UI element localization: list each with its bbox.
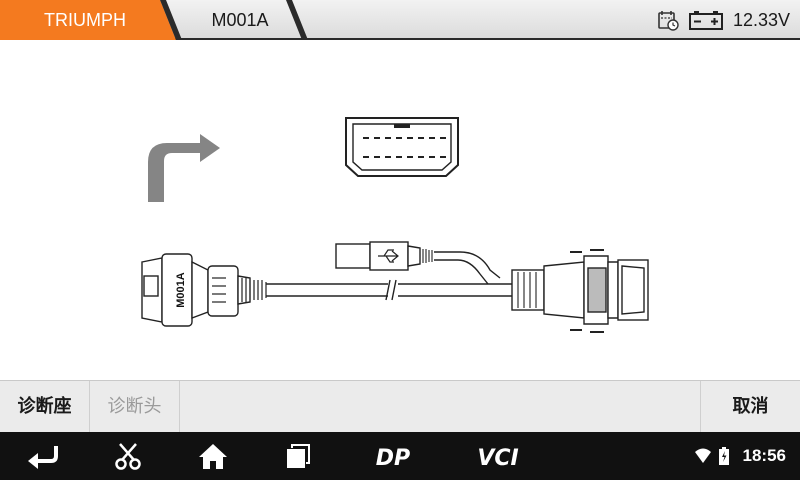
breadcrumb-item-m001a[interactable]: M001A xyxy=(211,10,269,30)
voltage-readout: 12.33V xyxy=(732,9,790,30)
back-icon[interactable] xyxy=(26,442,60,470)
wifi-icon xyxy=(695,448,711,463)
breadcrumb-separator xyxy=(160,0,182,40)
header-status: 12.33V xyxy=(657,0,790,40)
breadcrumb-separator xyxy=(286,0,308,40)
battery-icon xyxy=(688,11,723,30)
connector-diagram-area: M001A xyxy=(0,42,800,380)
connector-diagram: M001A xyxy=(141,117,649,333)
breadcrumb-item-triumph[interactable]: TRIUMPH xyxy=(44,10,126,30)
system-navigation-bar: DP VCI 18:56 xyxy=(0,432,800,480)
cancel-button[interactable]: 取消 xyxy=(700,381,800,433)
function-bar: 诊断座 诊断头 取消 xyxy=(0,380,800,433)
recent-apps-icon[interactable] xyxy=(284,442,312,470)
breadcrumb: TRIUMPH M001A xyxy=(0,0,320,40)
battery-icon xyxy=(719,447,729,465)
turn-arrow-icon xyxy=(148,134,220,202)
breadcrumb-shapes xyxy=(0,0,308,40)
m001a-cable-diagram xyxy=(141,241,649,333)
title-bar: TRIUMPH M001A 12.33V xyxy=(0,0,800,40)
dp-label: DP xyxy=(376,446,410,470)
home-icon[interactable] xyxy=(198,442,228,470)
scissors-icon[interactable] xyxy=(114,442,142,470)
cable-label: M001A xyxy=(175,272,187,308)
breadcrumb-active-bg xyxy=(0,0,176,40)
vci-icon[interactable]: VCI xyxy=(466,442,530,470)
obd-connector-port xyxy=(345,117,459,177)
calendar-clock-icon xyxy=(658,11,679,31)
status-clock: 18:56 xyxy=(742,446,786,465)
diagnostic-socket-button[interactable]: 诊断座 xyxy=(0,381,90,433)
dp-icon[interactable]: DP xyxy=(366,442,420,470)
vci-label: VCI xyxy=(477,446,518,470)
diagnostic-connector-button[interactable]: 诊断头 xyxy=(90,381,180,433)
status-icons xyxy=(694,447,730,465)
